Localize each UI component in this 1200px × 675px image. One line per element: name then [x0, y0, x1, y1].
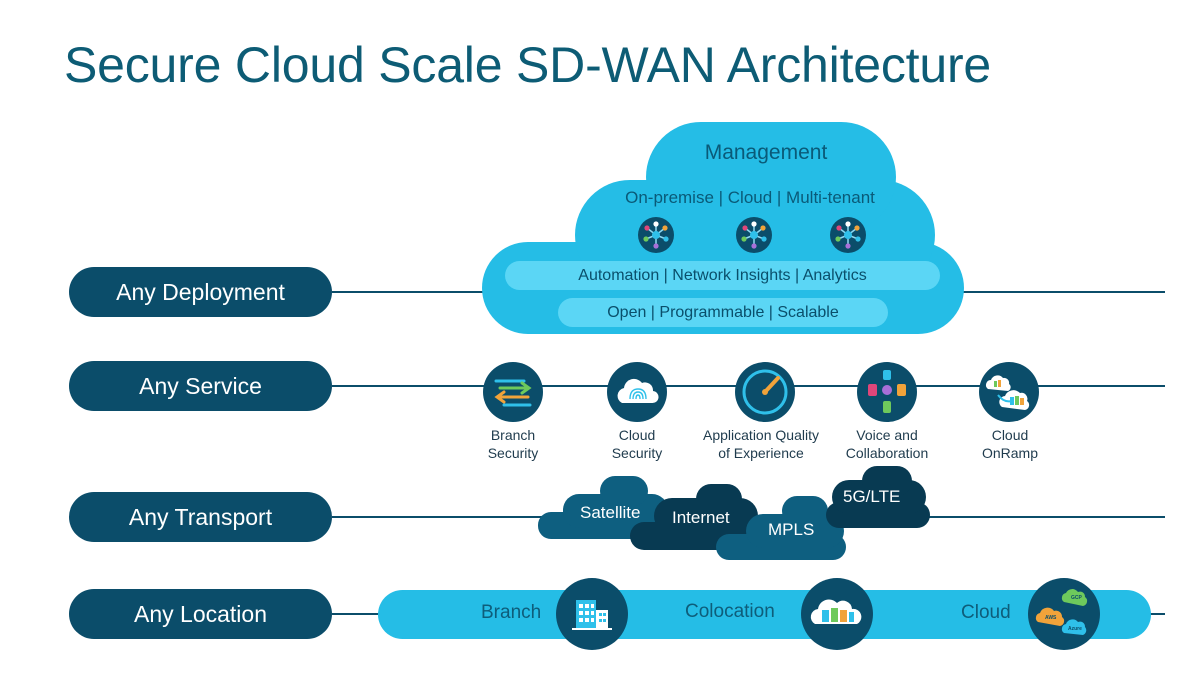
gcp-badge: GCP	[1071, 595, 1083, 601]
any-transport-pill: Any Transport	[69, 492, 332, 542]
any-location-pill: Any Location	[69, 589, 332, 639]
branch-security-icon	[483, 362, 543, 422]
datacenter-icon	[801, 578, 873, 650]
deployment-line-right	[955, 291, 1165, 293]
cloud-onramp-icon	[979, 362, 1039, 422]
any-service-pill: Any Service	[69, 361, 332, 411]
any-deployment-pill: Any Deployment	[69, 267, 332, 317]
aws-badge: AWS	[1045, 615, 1057, 621]
page-title: Secure Cloud Scale SD-WAN Architecture	[64, 37, 992, 93]
management-title: Management	[704, 141, 828, 164]
location-bar	[378, 590, 1151, 639]
automation-pill: Automation | Network Insights | Analytic…	[505, 261, 940, 290]
building-icon	[556, 578, 628, 650]
speedometer-icon	[735, 362, 795, 422]
collaboration-icon	[857, 362, 917, 422]
network-hub-icon	[638, 217, 674, 253]
network-hub-icon	[830, 217, 866, 253]
azure-badge: Azure	[1068, 626, 1082, 632]
network-hub-icon	[736, 217, 772, 253]
multicloud-icon: GCP AWS Azure	[1028, 578, 1100, 650]
open-programmable-pill: Open | Programmable | Scalable	[558, 298, 888, 327]
cloud-security-icon	[607, 362, 667, 422]
branch-label: Branch	[481, 602, 542, 623]
5g-lte-label: 5G/LTE	[843, 487, 901, 506]
satellite-label: Satellite	[580, 503, 641, 522]
management-options: On-premise | Cloud | Multi-tenant	[625, 188, 875, 207]
deployment-line	[332, 291, 492, 293]
internet-label: Internet	[672, 508, 730, 527]
colocation-label: Colocation	[685, 601, 775, 622]
mpls-label: MPLS	[768, 520, 815, 539]
mpls-cloud	[716, 496, 846, 560]
5g-lte-cloud	[826, 466, 930, 528]
cloud-label: Cloud	[961, 602, 1011, 623]
